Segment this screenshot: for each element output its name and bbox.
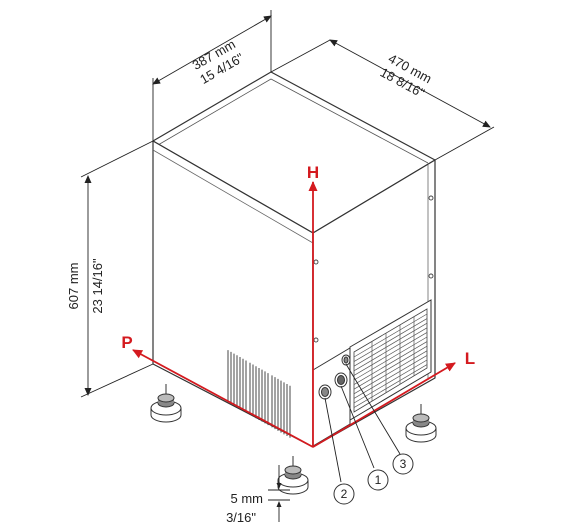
height-label: 607 mm 23 14/16" [66, 258, 105, 314]
axis-p-label: P [121, 333, 132, 352]
callout-2: 2 [341, 487, 348, 501]
foot-inch: 3/16" [226, 510, 256, 522]
connector-water-inlet [318, 384, 332, 400]
axes [132, 181, 456, 448]
axis-l-line [312, 362, 456, 448]
callout-3: 3 [400, 457, 407, 471]
side-vents [227, 350, 291, 438]
connector-drain [334, 372, 348, 388]
foot [150, 384, 182, 423]
width-dimension-line [152, 15, 272, 85]
callouts: 2 1 3 [324, 363, 414, 505]
foot-mm: 5 mm [231, 491, 264, 506]
foot [405, 404, 437, 443]
feet [150, 384, 437, 495]
front-grille [312, 299, 432, 447]
screws [313, 195, 434, 343]
height-inch: 23 14/16" [90, 258, 105, 314]
axis-h-label: H [307, 163, 319, 182]
axis-l-label: L [465, 349, 475, 368]
callout-1: 1 [375, 473, 382, 487]
foot [277, 456, 309, 495]
axis-p-line [132, 349, 314, 448]
dimension-lines [80, 10, 495, 522]
depth-dimension-line [329, 39, 491, 128]
height-mm: 607 mm [66, 263, 81, 310]
width-label: 387 mm 15 4/16" [190, 36, 247, 87]
connectors [318, 354, 351, 400]
connector-small [341, 354, 351, 366]
depth-label: 470 mm 18 8/16" [378, 51, 435, 101]
